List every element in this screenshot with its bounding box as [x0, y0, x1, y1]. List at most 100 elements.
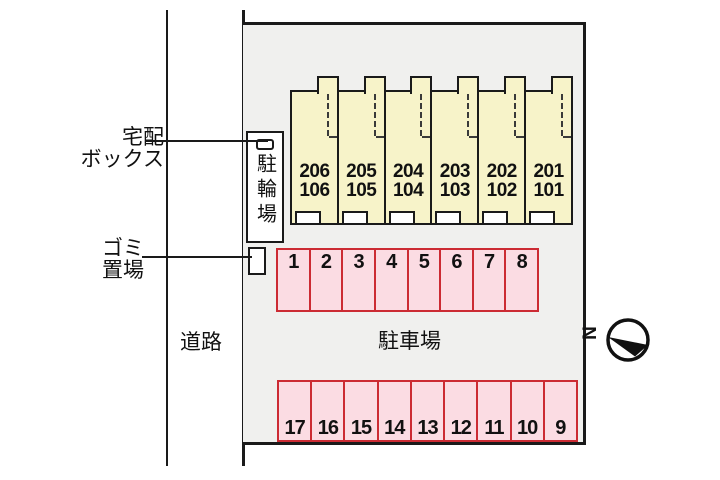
- parking-space-number: 13: [417, 417, 438, 439]
- parking-space-number: 16: [317, 417, 339, 439]
- unit-number-upper: 203: [439, 161, 471, 182]
- garbage-area-label-line2: 置場: [102, 259, 144, 282]
- garbage-area-box: [248, 247, 266, 275]
- unit-entrance-notch: [435, 211, 462, 225]
- unit-number-upper: 201: [533, 161, 564, 182]
- unit-entrance-notch: [341, 211, 368, 225]
- parking-space: 9: [542, 380, 578, 442]
- delivery-box-label: 宅配 ボックス: [58, 127, 164, 171]
- unit-entry-tab: [363, 76, 386, 94]
- unit-dashed-line-horizontal: [375, 136, 384, 138]
- parking-space: 8: [504, 248, 539, 312]
- parking-space-number: 5: [418, 251, 430, 273]
- parking-space: 16: [310, 380, 346, 442]
- bicycle-parking-box: 駐輪場: [246, 131, 284, 243]
- unit-dashed-line-vertical: [467, 94, 470, 136]
- unit-entry-tab: [457, 76, 480, 94]
- parking-space: 12: [443, 380, 479, 442]
- parking-space-number: 17: [284, 417, 305, 439]
- parking-space: 5: [406, 248, 442, 312]
- unit-entrance-notch: [388, 211, 415, 225]
- north-compass-icon: [606, 318, 650, 362]
- parking-space-number: 1: [288, 251, 299, 273]
- unit-number-upper: 206: [299, 161, 330, 182]
- unit-entry-tab: [410, 76, 433, 94]
- parking-row-bottom: 17 16 15 14 13 12 11 10 9: [277, 380, 578, 442]
- parking-space-number: 10: [517, 417, 538, 439]
- unit-dashed-line-horizontal: [469, 136, 478, 138]
- garbage-area-leader-line: [142, 256, 252, 258]
- road-label: 道路: [180, 331, 222, 354]
- bicycle-parking-label: 駐輪場: [253, 153, 276, 228]
- delivery-box-leader-line: [146, 140, 268, 142]
- delivery-box-label-line1: 宅配: [122, 126, 164, 149]
- delivery-box-label-line2: ボックス: [80, 148, 164, 171]
- unit-dashed-line-horizontal: [516, 136, 525, 138]
- parking-space: 1: [276, 248, 311, 312]
- parking-space: 14: [376, 380, 412, 442]
- unit-dashed-line-vertical: [514, 94, 517, 136]
- unit-entrance-notch: [295, 211, 321, 225]
- road-west-boundary-line: [166, 10, 168, 466]
- parking-space: 11: [476, 380, 512, 442]
- parking-space: 4: [373, 248, 409, 312]
- unit-entry-tab: [504, 76, 527, 94]
- parking-space-number: 3: [353, 251, 365, 273]
- unit-dashed-line-vertical: [326, 94, 329, 136]
- parking-space-number: 2: [320, 251, 332, 273]
- unit-number-upper: 205: [346, 161, 377, 182]
- unit-number-lower: 101: [533, 180, 564, 201]
- parking-space-number: 15: [350, 417, 372, 439]
- parking-space: 3: [341, 248, 376, 312]
- unit-dashed-line-horizontal: [328, 136, 337, 138]
- parking-space-number: 11: [484, 417, 504, 439]
- unit-entry-tab: [316, 76, 339, 94]
- parking-space: 13: [409, 380, 446, 442]
- north-label: N: [579, 326, 601, 340]
- unit-entry-tab: [550, 76, 573, 94]
- unit-dashed-line-vertical: [560, 94, 563, 136]
- unit-number-lower: 106: [299, 180, 330, 201]
- parking-space-number: 9: [555, 417, 566, 439]
- unit-number-upper: 202: [486, 161, 518, 182]
- unit-entrance-notch: [482, 211, 509, 225]
- unit-number-lower: 102: [486, 180, 518, 201]
- parking-space-number: 14: [384, 417, 405, 439]
- garbage-area-label-line1: ゴミ: [102, 237, 144, 260]
- parking-space: 2: [308, 248, 344, 312]
- unit-dashed-line-vertical: [420, 94, 423, 136]
- garbage-area-label: ゴミ 置場: [58, 238, 144, 282]
- parking-space: 17: [277, 380, 313, 442]
- parking-space: 10: [509, 380, 545, 442]
- parking-space-number: 6: [451, 251, 462, 273]
- parking-space-number: 7: [484, 251, 495, 273]
- parking-space-number: 4: [386, 251, 397, 273]
- parking-space: 7: [471, 248, 507, 312]
- unit-number-lower: 104: [392, 180, 424, 201]
- parking-lot-label: 駐車場: [378, 330, 441, 353]
- parking-space-number: 8: [516, 251, 528, 273]
- parking-space-number: 12: [450, 417, 472, 439]
- unit-dashed-line-horizontal: [422, 136, 431, 138]
- unit-dashed-line-vertical: [373, 94, 376, 136]
- unit-number-upper: 204: [392, 161, 424, 182]
- unit-number-lower: 103: [439, 180, 471, 201]
- unit-number-lower: 105: [346, 180, 377, 201]
- parking-space: 15: [343, 380, 379, 442]
- unit-entrance-notch: [529, 211, 556, 225]
